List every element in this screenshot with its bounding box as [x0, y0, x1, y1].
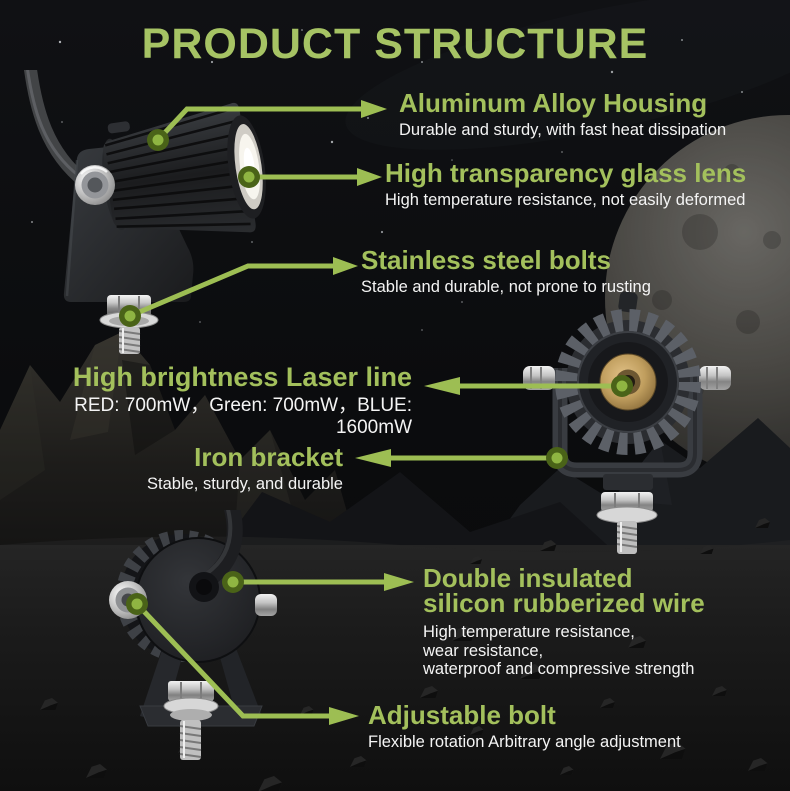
heading-line-2: silicon rubberized wire [423, 588, 705, 618]
callout-subtext: Flexible rotation Arbitrary angle adjust… [368, 733, 681, 751]
callout-subtext: RED: 700mW，Green: 700mW，BLUE: 1600mW [74, 395, 412, 438]
callout-heading: Aluminum Alloy Housing [399, 88, 708, 118]
callout-dots [119, 129, 633, 615]
product-side-view-image [23, 70, 266, 354]
page-title: PRODUCT STRUCTURE [141, 20, 649, 68]
callout-heading: Iron bracket [194, 442, 343, 472]
callout-iron-bracket: Iron bracket Stable, sturdy, and durable [100, 442, 343, 494]
callout-glass-lens: High transparency glass lens High temper… [385, 158, 746, 210]
callout-subtext: High temperature resistance, wear resist… [423, 623, 705, 679]
callout-aluminum-housing: Aluminum Alloy Housing Durable and sturd… [399, 88, 726, 140]
callout-heading: Double insulated silicon rubberized wire [423, 563, 705, 618]
callout-subtext: Stable and durable, not prone to rusting [361, 278, 651, 296]
callout-heading: High brightness Laser line [72, 362, 412, 392]
callout-subtext: Durable and sturdy, with fast heat dissi… [399, 121, 727, 139]
heading-line-1: Double insulated [423, 563, 633, 593]
product-front-view-image [523, 291, 731, 554]
callout-heading: High transparency glass lens [385, 158, 747, 188]
callout-heading: Adjustable bolt [368, 700, 556, 730]
callout-adjustable-bolt: Adjustable bolt Flexible rotation Arbitr… [368, 700, 681, 752]
callout-steel-bolts: Stainless steel bolts Stable and durable… [361, 245, 651, 297]
callout-subtext: High temperature resistance, not easily … [385, 191, 746, 209]
sub-line-3: waterproof and compressive strength [423, 660, 695, 678]
sub-line-2: wear resistance, [423, 641, 544, 660]
callout-rubberized-wire: Double insulated silicon rubberized wire… [423, 563, 705, 679]
product-rear-view-image [109, 510, 277, 760]
arrowheads [329, 100, 460, 725]
sub-line-1: High temperature resistance, [423, 623, 635, 641]
callout-subtext: Stable, sturdy, and durable [147, 475, 343, 493]
callout-laser-line: High brightness Laser line RED: 700mW，Gr… [20, 362, 412, 439]
callout-heading: Stainless steel bolts [361, 245, 611, 275]
